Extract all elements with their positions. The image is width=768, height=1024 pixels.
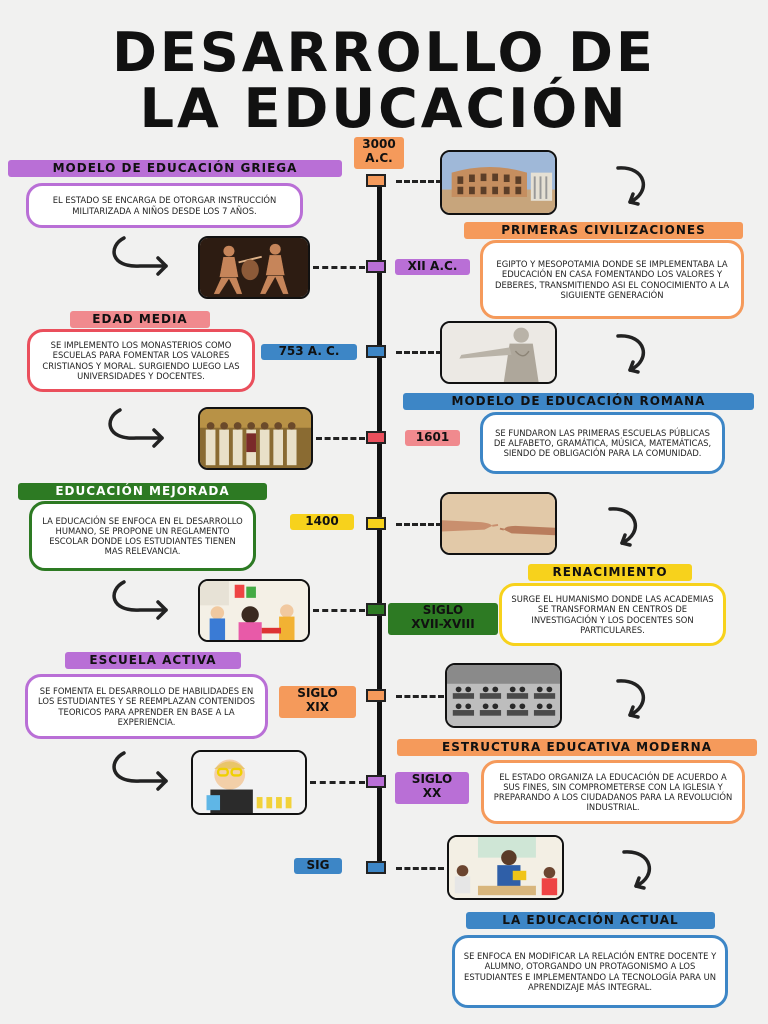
- timeline-node-xvii-xviii: [366, 603, 386, 616]
- event-description-educacion-actual: SE ENFOCA EN MODIFICAR LA RELACIÓN ENTRE…: [452, 935, 728, 1008]
- page-title-line-1: DESARROLLO DE: [112, 21, 656, 84]
- teacher-kids-image: [447, 835, 564, 900]
- event-title-primeras-civilizaciones: PRIMERAS CIVILIZACIONES: [464, 222, 743, 239]
- timeline-date-1400: 1400: [290, 514, 354, 530]
- connector-line: [316, 437, 365, 440]
- timeline-date-sig: SIG: [294, 858, 342, 874]
- connector-line: [310, 781, 365, 784]
- timeline-node-xix: [366, 689, 386, 702]
- event-description-escuela-activa: SE FOMENTA EL DESARROLLO DE HABILIDADES …: [25, 674, 268, 739]
- curved-arrow-icon: [112, 236, 168, 276]
- connector-line: [396, 867, 444, 870]
- event-title-estructura-moderna: ESTRUCTURA EDUCATIVA MODERNA: [397, 739, 757, 756]
- connector-line: [313, 266, 365, 269]
- event-description-primeras-civilizaciones: EGIPTO Y MESOPOTAMIA DONDE SE IMPLEMENTA…: [480, 240, 744, 319]
- event-title-educacion-actual: LA EDUCACIÓN ACTUAL: [466, 912, 715, 929]
- curved-arrow-icon: [112, 580, 168, 620]
- curved-arrow-icon: [616, 679, 646, 719]
- roman-statue-image: [440, 321, 557, 384]
- event-description-educacion-mejorada: LA EDUCACIÓN SE ENFOCA EN EL DESARROLLO …: [29, 501, 256, 571]
- old-classroom-image: [445, 663, 562, 728]
- curved-arrow-icon: [108, 408, 164, 448]
- event-title-educacion-griega: MODELO DE EDUCACIÓN GRIEGA: [8, 160, 342, 177]
- page-title-line-2: LA EDUCACIÓN: [139, 77, 629, 140]
- event-description-edad-media: SE IMPLEMENTO LOS MONASTERIOS COMO ESCUE…: [27, 329, 255, 392]
- curved-arrow-icon: [622, 850, 652, 890]
- connector-line: [396, 695, 444, 698]
- event-description-educacion-romana: SE FUNDARON LAS PRIMERAS ESCUELAS PÚBLIC…: [480, 412, 725, 474]
- connector-line: [396, 180, 442, 183]
- timeline-node-xii-ac: [366, 260, 386, 273]
- timeline-date-753ac: 753 A. C.: [261, 344, 357, 360]
- event-description-renacimiento: SURGE EL HUMANISMO DONDE LAS ACADEMIAS S…: [499, 583, 726, 646]
- event-title-educacion-mejorada: EDUCACIÓN MEJORADA: [18, 483, 267, 500]
- creation-hands-image: [440, 492, 557, 555]
- timeline-node-1601: [366, 431, 386, 444]
- connector-line: [396, 351, 442, 354]
- greek-warriors-image: [198, 236, 310, 299]
- event-title-renacimiento: RENACIMIENTO: [528, 564, 692, 581]
- timeline-node-753ac: [366, 345, 386, 358]
- timeline-date-xvii-xviii: SIGLO XVII-XVIII: [388, 603, 498, 635]
- event-title-educacion-romana: MODELO DE EDUCACIÓN ROMANA: [403, 393, 754, 410]
- curved-arrow-icon: [616, 166, 646, 206]
- classroom-kids-image: [198, 579, 310, 642]
- timeline-date-1601: 1601: [405, 430, 460, 446]
- timeline-node-3000ac: [366, 174, 386, 187]
- byzantine-mosaic-image: [198, 407, 313, 470]
- curved-arrow-icon: [616, 334, 646, 374]
- curved-arrow-icon: [112, 751, 168, 791]
- colosseum-image: [440, 150, 557, 215]
- timeline-node-xx: [366, 775, 386, 788]
- curved-arrow-icon: [608, 507, 638, 547]
- connector-line: [396, 523, 442, 526]
- timeline-date-3000ac: 3000 A.C.: [354, 137, 404, 169]
- event-title-edad-media: EDAD MEDIA: [70, 311, 210, 328]
- timeline-node-1400: [366, 517, 386, 530]
- timeline-node-sig: [366, 861, 386, 874]
- timeline-date-xix: SIGLO XIX: [279, 686, 356, 718]
- child-science-image: [191, 750, 307, 815]
- event-description-educacion-griega: EL ESTADO SE ENCARGA DE OTORGAR INSTRUCC…: [26, 183, 303, 228]
- connector-line: [313, 609, 365, 612]
- event-title-escuela-activa: ESCUELA ACTIVA: [65, 652, 241, 669]
- timeline-date-xii-ac: XII A.C.: [395, 259, 470, 275]
- timeline-date-xx: SIGLO XX: [395, 772, 469, 804]
- event-description-estructura-moderna: EL ESTADO ORGANIZA LA EDUCACIÓN DE ACUER…: [481, 760, 745, 824]
